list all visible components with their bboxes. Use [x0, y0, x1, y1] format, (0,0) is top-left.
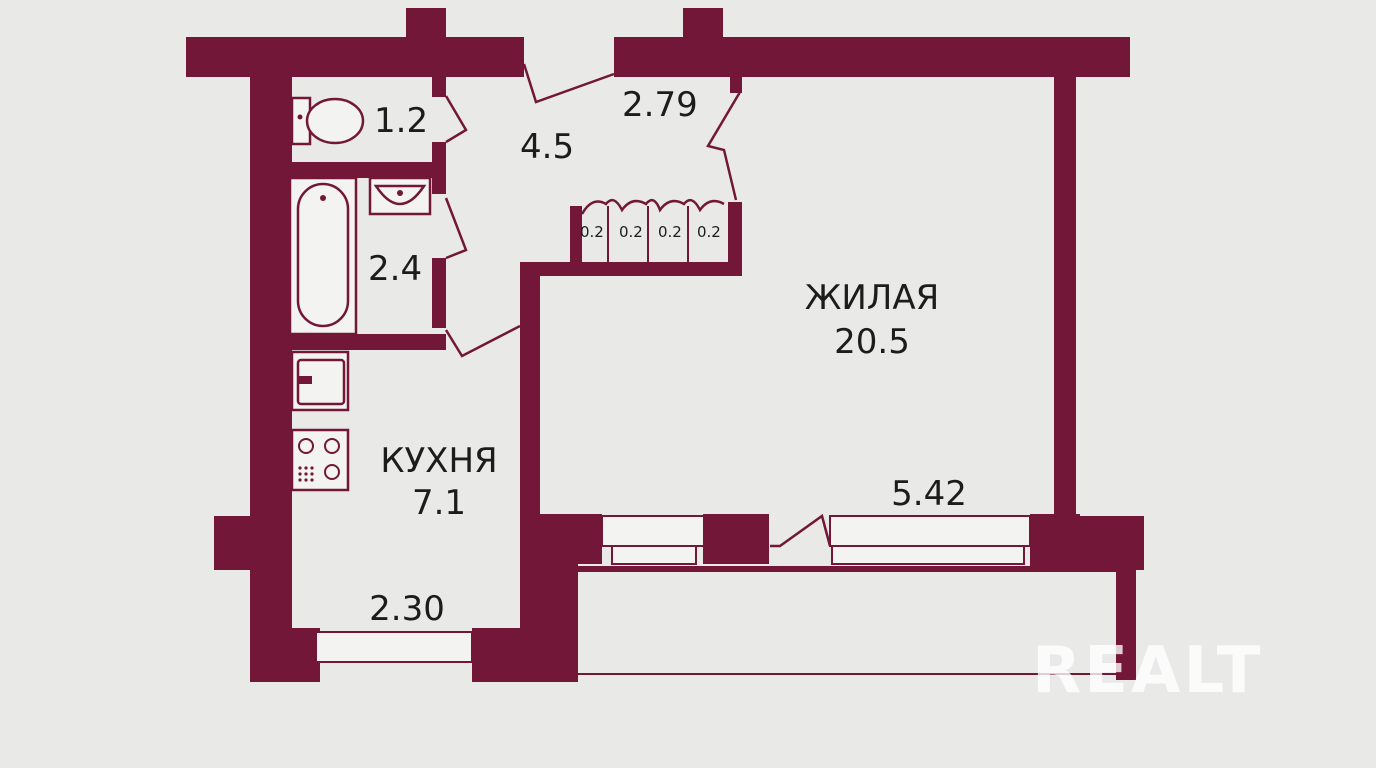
door-wc — [444, 95, 468, 144]
stove-icon — [290, 428, 350, 492]
toilet-icon — [290, 96, 365, 146]
walls — [186, 8, 1144, 682]
room-labels: 1.2 4.5 2.79 2.4 0.2 0.2 0.2 0.2 ЖИЛАЯ 2… — [368, 85, 967, 629]
door-living — [706, 91, 742, 201]
label-closet-1: 0.2 — [580, 223, 604, 241]
label-closet-4: 0.2 — [697, 223, 721, 241]
label-living-name: ЖИЛАЯ — [805, 278, 940, 318]
window-living-left — [601, 515, 705, 547]
label-living-width: 5.42 — [891, 474, 967, 514]
washbasin-icon — [368, 176, 432, 216]
label-wc-area: 1.2 — [374, 101, 428, 141]
door-balcony — [770, 513, 832, 548]
label-living-area: 20.5 — [834, 322, 910, 362]
label-kitchen-name: КУХНЯ — [380, 441, 497, 481]
label-bath-area: 2.4 — [368, 249, 422, 289]
door-entrance — [522, 63, 615, 104]
doors — [444, 63, 832, 548]
label-closet-2: 0.2 — [619, 223, 643, 241]
bathtub-icon — [288, 176, 358, 336]
watermark-logo: REALT — [1032, 634, 1263, 708]
sink-icon — [290, 350, 350, 412]
window-living-right — [829, 515, 1031, 547]
door-bath — [444, 197, 468, 260]
label-kitchen-area: 7.1 — [412, 483, 466, 523]
label-closet-3: 0.2 — [658, 223, 682, 241]
window-kitchen — [315, 631, 473, 663]
windows — [315, 515, 1118, 675]
label-entry-width: 2.79 — [622, 85, 698, 125]
door-kitchen — [444, 324, 521, 358]
label-kitchen-width: 2.30 — [369, 589, 445, 629]
closet-doors — [580, 198, 725, 215]
label-hall-area: 4.5 — [520, 127, 574, 167]
